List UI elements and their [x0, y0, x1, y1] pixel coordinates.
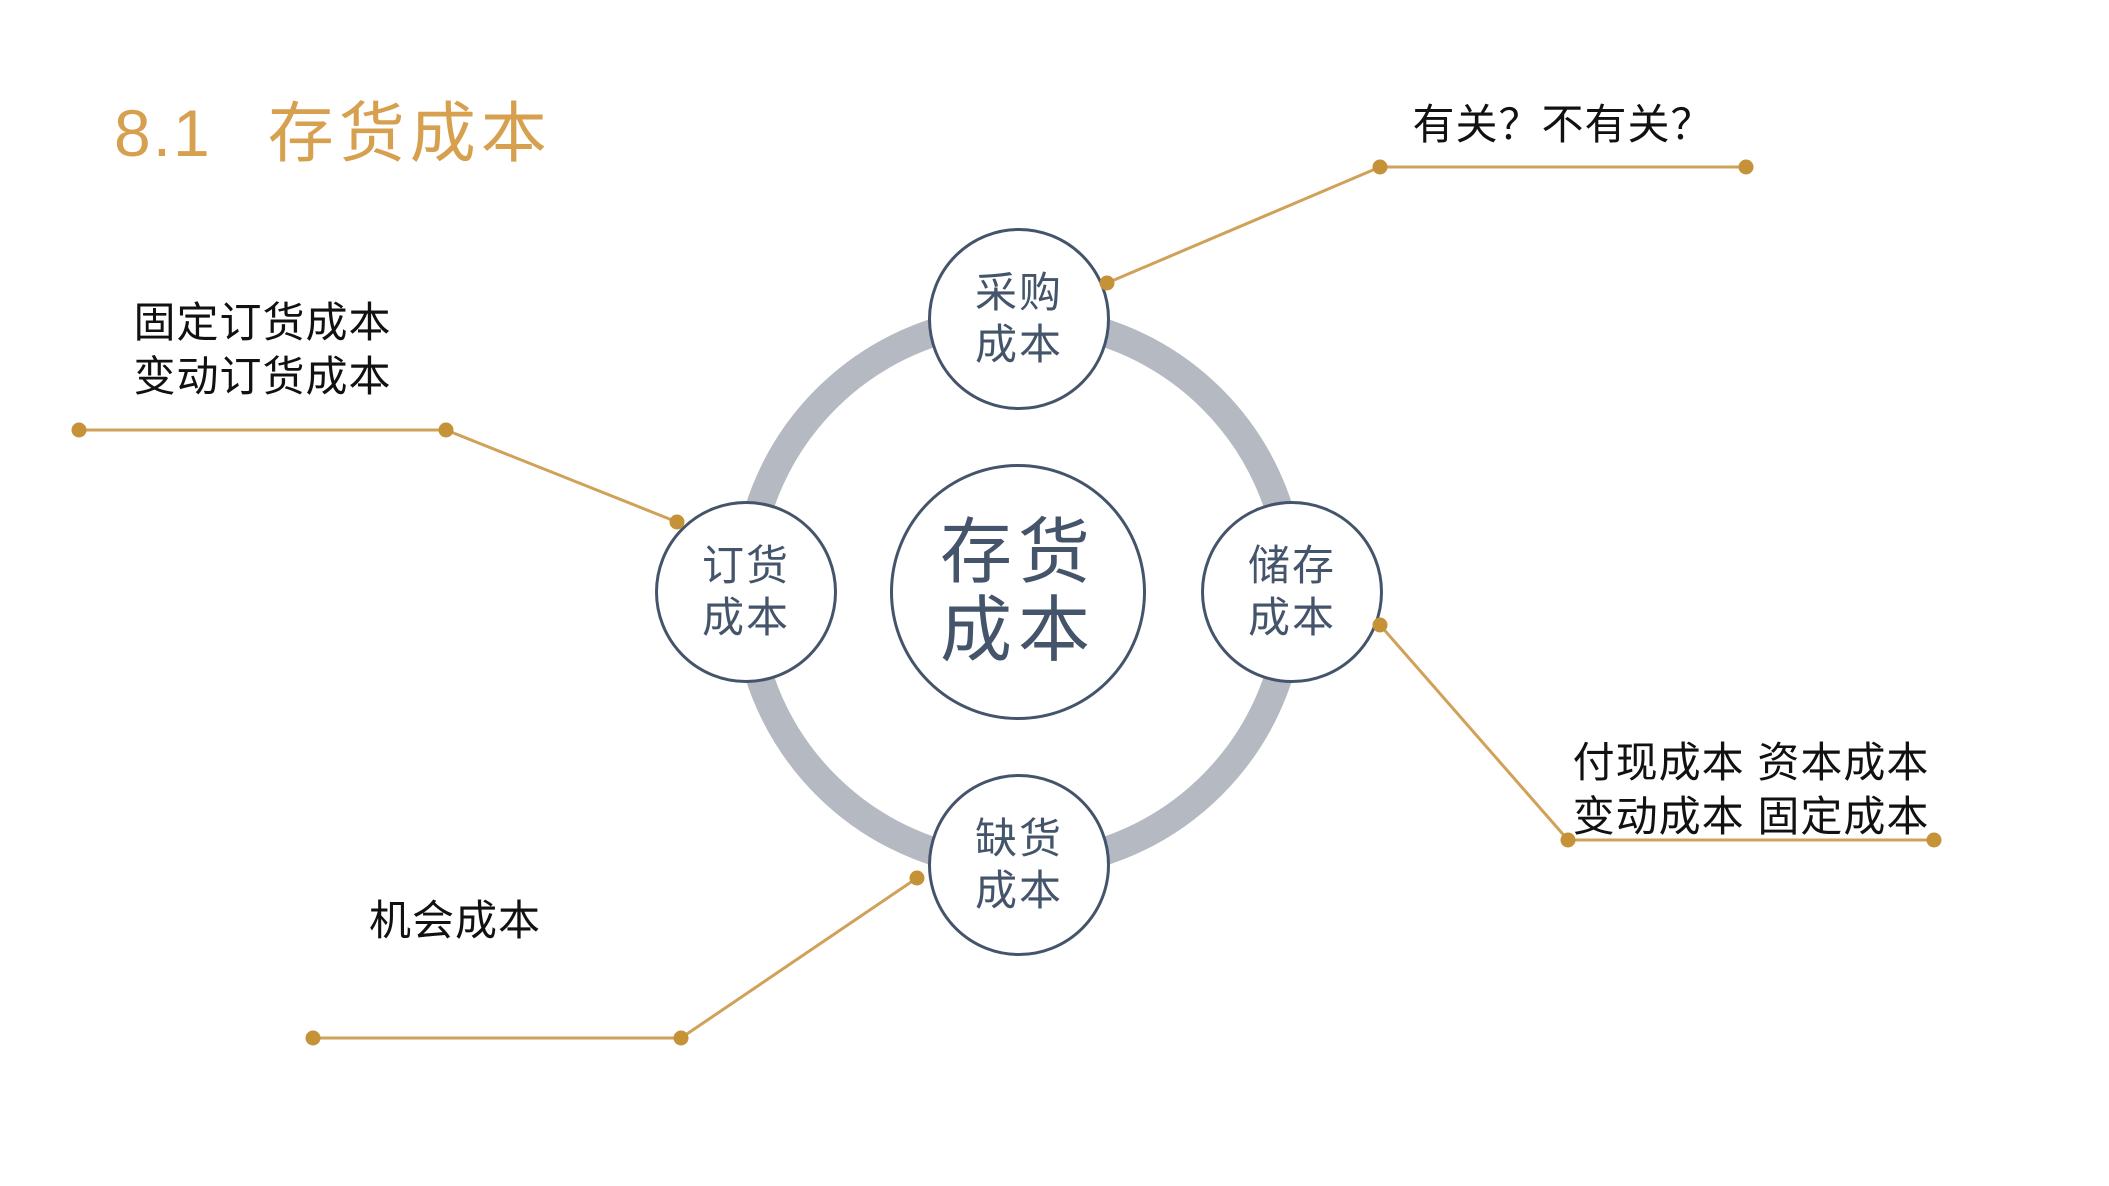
- circle-ordering-cost: 订货 成本: [655, 501, 837, 683]
- callout-ordering-cost: [71, 422, 685, 530]
- note-purchase-relevance: 有关？不有关？: [1412, 101, 1714, 148]
- page-title: 8.1 存货成本: [114, 80, 552, 176]
- circle-shortage-cost: 缺货 成本: [928, 774, 1110, 956]
- note-ordering-cost-types: 固定订货成本 变动订货成本: [133, 299, 392, 400]
- note-shortage-opportunity-cost: 机会成本: [368, 897, 541, 944]
- title-text: 存货成本: [267, 96, 552, 170]
- note-storage-cost-types: 付现成本 资本成本 变动成本 固定成本: [1572, 739, 1930, 840]
- title-section-number: 8.1: [114, 96, 212, 170]
- circle-storage-cost: 储存 成本: [1201, 501, 1383, 683]
- callout-purchase-cost: [1099, 159, 1754, 291]
- center-circle-inventory-cost: 存货 成本: [890, 464, 1146, 720]
- circle-purchase-cost: 采购 成本: [928, 228, 1110, 410]
